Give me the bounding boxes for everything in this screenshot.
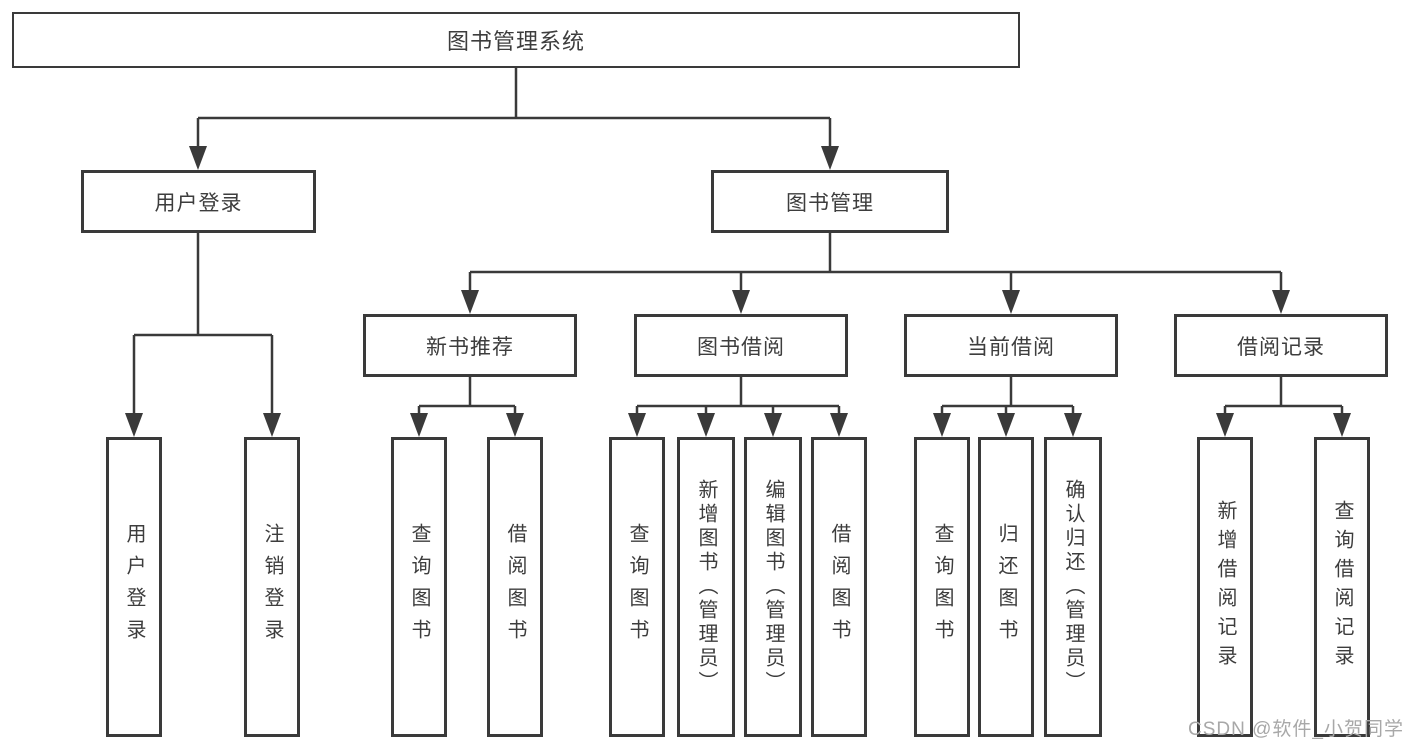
leaf-add-book-admin: 新增图书（管理员）: [677, 437, 735, 737]
leaf-user-login: 用户登录: [106, 437, 162, 737]
leaf-confirm-return-admin: 确认归还（管理员）: [1044, 437, 1102, 737]
leaf-user-login-label: 用户登录: [123, 523, 145, 651]
leaf-return-books-label: 归还图书: [995, 523, 1017, 651]
leaf-add-borrow-record: 新增借阅记录: [1197, 437, 1253, 737]
node-book-borrowing: 图书借阅: [634, 314, 848, 377]
leaf-borrow-books-borrowing: 借阅图书: [811, 437, 867, 737]
node-new-book-recommend: 新书推荐: [363, 314, 577, 377]
leaf-borrow-books-recommend: 借阅图书: [487, 437, 543, 737]
node-book-management: 图书管理: [711, 170, 949, 233]
leaf-query-books-current-label: 查询图书: [931, 523, 953, 651]
node-user-login-label: 用户登录: [154, 191, 243, 215]
node-library-system: 图书管理系统: [12, 12, 1020, 68]
leaf-query-books-borrowing: 查询图书: [609, 437, 665, 737]
node-book-management-label: 图书管理: [786, 191, 874, 215]
leaf-logout: 注销登录: [244, 437, 300, 737]
leaf-query-books-current: 查询图书: [914, 437, 970, 737]
leaf-add-book-admin-label: 新增图书（管理员）: [695, 479, 717, 695]
node-borrowing-records-label: 借阅记录: [1237, 335, 1325, 359]
csdn-watermark: CSDN @软件_小贺同学: [1188, 719, 1404, 740]
node-new-book-recommend-label: 新书推荐: [426, 335, 514, 359]
leaf-query-books-recommend-label: 查询图书: [408, 523, 430, 651]
node-book-borrowing-label: 图书借阅: [697, 335, 785, 359]
leaf-add-borrow-record-label: 新增借阅记录: [1214, 500, 1236, 674]
leaf-logout-label: 注销登录: [261, 523, 283, 651]
leaf-borrow-books-recommend-label: 借阅图书: [504, 523, 526, 651]
leaf-query-books-recommend: 查询图书: [391, 437, 447, 737]
leaf-query-borrow-record: 查询借阅记录: [1314, 437, 1370, 737]
leaf-edit-book-admin-label: 编辑图书（管理员）: [762, 479, 784, 695]
leaf-query-borrow-record-label: 查询借阅记录: [1331, 500, 1353, 674]
leaf-edit-book-admin: 编辑图书（管理员）: [744, 437, 802, 737]
node-borrowing-records: 借阅记录: [1174, 314, 1388, 377]
node-library-system-label: 图书管理系统: [446, 29, 585, 54]
leaf-confirm-return-admin-label: 确认归还（管理员）: [1062, 479, 1084, 695]
leaf-query-books-borrowing-label: 查询图书: [626, 523, 648, 651]
leaf-return-books: 归还图书: [978, 437, 1034, 737]
node-user-login: 用户登录: [81, 170, 316, 233]
arrowhead-icons: [125, 146, 1351, 437]
node-current-borrowing-label: 当前借阅: [967, 335, 1055, 359]
leaf-borrow-books-borrowing-label: 借阅图书: [828, 523, 850, 651]
node-current-borrowing: 当前借阅: [904, 314, 1118, 377]
